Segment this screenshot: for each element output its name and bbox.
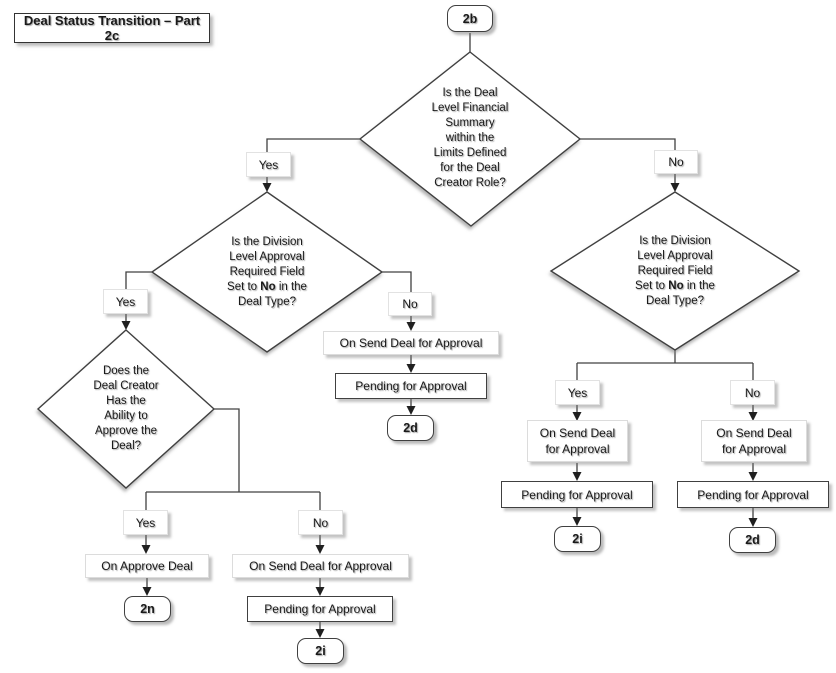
branch-label-division-left-no: No [388,292,432,316]
decision-division-right-line: Is the Division [639,235,711,247]
decision-financial-line: Limits Defined [433,147,507,159]
decision-financial-text: Is the Deal Level Financial Summary with… [385,86,555,191]
status-pending-bottom: Pending for Approval [247,596,393,622]
decision-financial-line: Summary [445,117,495,129]
decision-diamond-division-left [150,191,384,353]
action-send-deal-bottom: On Send Deal for Approval [232,554,409,578]
decision-creator-line: Has the [106,395,146,407]
action-send-deal-right-no: On Send Deal for Approval [701,420,807,462]
action-send-deal-right-yes: On Send Deal for Approval [527,420,628,462]
decision-creator-text: Does the Deal Creator Has the Ability to… [56,364,196,454]
decision-diamond-division-right [549,191,801,351]
action-send-deal-center: On Send Deal for Approval [323,331,499,355]
page-title: Deal Status Transition – Part 2c [14,13,210,43]
decision-creator-line: Does the [102,365,150,377]
terminal-node-2n: 2n [124,596,171,622]
decision-financial-line: for the Deal [440,162,500,174]
connector [214,408,240,492]
action-approve-deal: On Approve Deal [85,554,209,578]
decision-division-right-line: Set to No in the [635,280,715,292]
branch-label-financial-no: No [654,150,698,174]
status-pending-center: Pending for Approval [335,373,487,399]
decision-division-left-line: Level Approval [229,251,305,263]
branch-label-division-left-yes: Yes [103,289,148,314]
decision-division-right-line: Deal Type? [646,295,704,307]
terminal-node-2d-right: 2d [729,527,776,553]
decision-division-left-line: Deal Type? [238,296,296,308]
branch-label-creator-no: No [298,510,343,535]
decision-division-right-text: Is the Division Level Approval Required … [590,234,760,309]
decision-creator-line: Approve the [94,425,157,437]
decision-financial-line: Level Financial [431,102,509,114]
decision-diamond-creator [36,329,216,489]
start-node-2b: 2b [447,5,493,32]
arrowheads [121,183,758,638]
decision-financial-line: within the [445,132,495,144]
terminal-node-2d-center: 2d [387,415,434,441]
decision-division-right-line: Level Approval [637,250,713,262]
decision-creator-line: Ability to [104,410,148,422]
decision-division-left-line: Is the Division [231,236,303,248]
decision-division-left-line: Set to No in the [227,281,307,293]
decision-financial-line: Is the Deal [442,87,498,99]
status-pending-right-no: Pending for Approval [677,481,829,508]
branch-label-creator-yes: Yes [123,510,168,535]
branch-label-division-right-yes: Yes [555,380,600,405]
terminal-node-2i-right: 2i [554,526,601,552]
branch-label-financial-yes: Yes [246,152,291,177]
decision-division-left-text: Is the Division Level Approval Required … [182,235,352,310]
branch-label-division-right-no: No [730,380,775,405]
decision-division-left-line: Required Field [229,266,305,278]
decision-diamond-financial [358,51,582,227]
decision-creator-line: Deal Creator [93,380,159,392]
decision-division-right-line: Required Field [637,265,713,277]
decision-financial-line: Creator Role? [434,177,506,189]
decision-creator-line: Deal? [110,440,142,452]
status-pending-right-yes: Pending for Approval [501,481,653,508]
terminal-node-2i-bottom: 2i [297,638,344,664]
